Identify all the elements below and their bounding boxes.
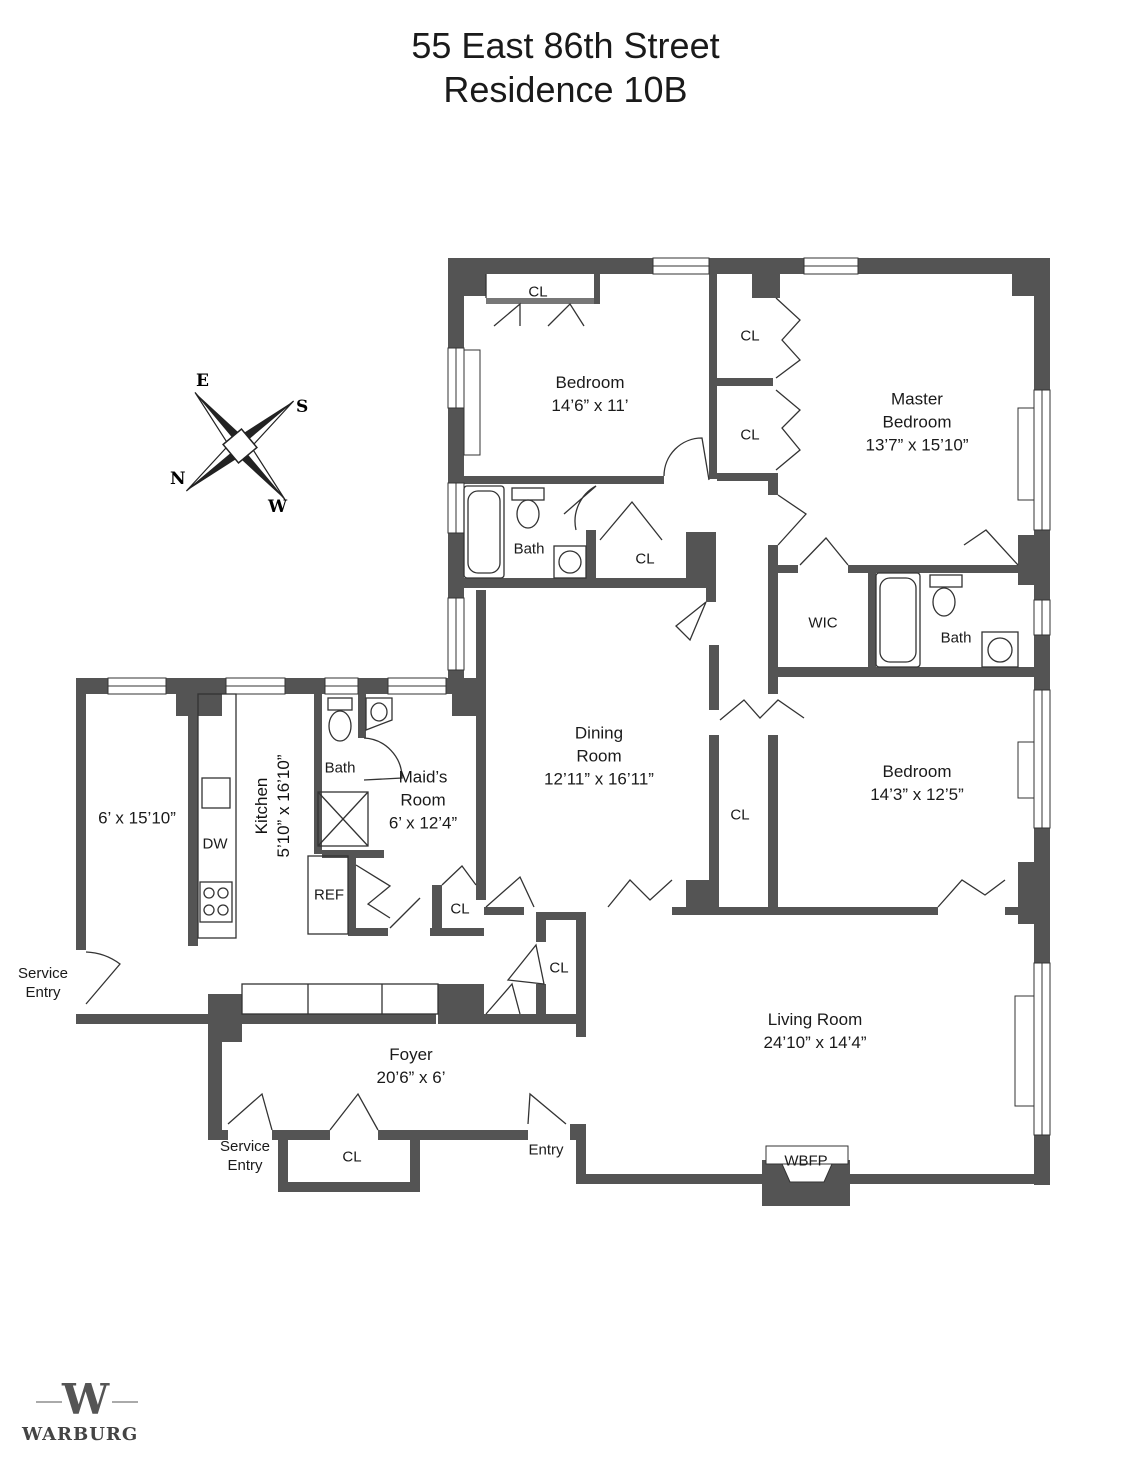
windows: [107, 257, 1051, 1136]
closet-label: CL: [730, 806, 750, 824]
compass-e: E: [196, 371, 209, 391]
compass-rose: [185, 391, 295, 501]
pantry-size-label: 6’ x 15’10”: [98, 808, 176, 828]
closet-label: CL: [740, 426, 760, 444]
residence-title: Residence 10B: [443, 69, 688, 110]
closet-label: CL: [740, 327, 760, 345]
closet-label: CL: [342, 1148, 362, 1166]
svg-text:W: W: [61, 1375, 110, 1424]
closet-label: CL: [635, 550, 655, 568]
entry-label: Entry: [528, 1141, 564, 1159]
wbfp-label: WBFP: [784, 1152, 828, 1170]
wic-label: WIC: [808, 614, 838, 632]
bath-label: Bath: [324, 759, 356, 777]
closet-label: CL: [549, 959, 569, 977]
compass-w: W: [267, 497, 288, 517]
bath-label: Bath: [940, 629, 972, 647]
walls: [76, 258, 1050, 1206]
compass-n: N: [170, 469, 186, 489]
address-title: 55 East 86th Street: [411, 25, 720, 66]
refrigerator-label: REF: [314, 886, 344, 904]
brand-name: WARBURG: [22, 1424, 139, 1445]
bath-label: Bath: [513, 540, 545, 558]
doors: [85, 297, 1019, 1131]
closet-label: CL: [450, 900, 470, 918]
fixtures: [197, 274, 1019, 1015]
warburg-logo: W: [36, 1375, 138, 1424]
closet-label: CL: [528, 283, 548, 301]
dishwasher-label: DW: [202, 835, 228, 853]
compass-s: S: [296, 397, 308, 417]
